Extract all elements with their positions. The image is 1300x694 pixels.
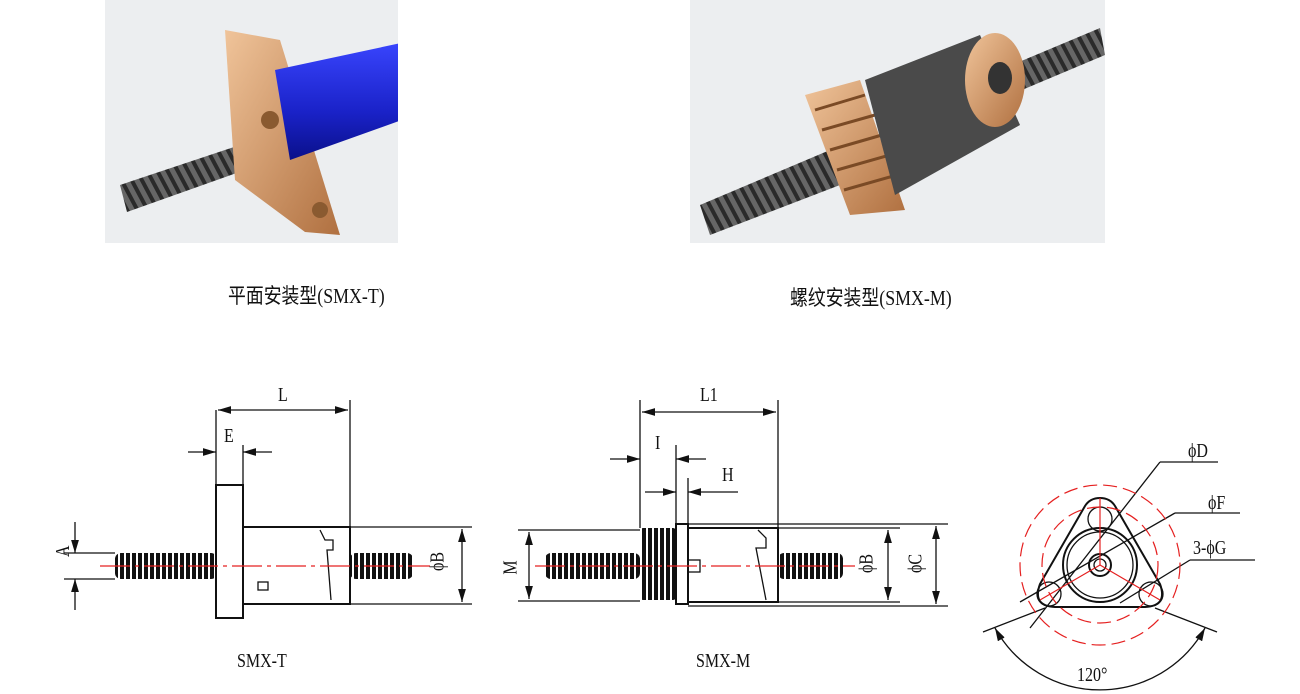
- smx-m-side-view: [518, 400, 948, 607]
- dim-L1: L1: [700, 384, 718, 406]
- photo-caption-smx-t: 平面安装型(SMX-T): [228, 284, 385, 308]
- dim-I: I: [655, 432, 661, 454]
- dim-A: A: [52, 545, 74, 557]
- dim-G: 3-ϕG: [1193, 537, 1227, 559]
- dim-E: E: [224, 425, 234, 447]
- dim-D: ϕD: [1188, 440, 1208, 462]
- dim-F: ϕF: [1208, 492, 1226, 514]
- dim-C: ϕC: [904, 553, 927, 574]
- smx-m-render: [700, 28, 1105, 235]
- technical-drawings: [64, 400, 1255, 691]
- dim-H: H: [722, 464, 734, 486]
- centerlines: [100, 484, 1181, 646]
- dim-B-t: ϕB: [426, 551, 449, 572]
- photo-smx-m: [690, 0, 1105, 243]
- smx-m-title: SMX-M: [696, 650, 751, 672]
- dim-M: M: [499, 560, 522, 575]
- dim-B-m: ϕB: [855, 553, 878, 574]
- photo-caption-smx-m: 螺纹安装型(SMX-M): [790, 286, 952, 310]
- smx-t-title: SMX-T: [237, 650, 287, 672]
- smx-t-side-view: [64, 400, 472, 619]
- smx-t-render: [120, 25, 537, 235]
- dim-angle: 120°: [1077, 664, 1108, 686]
- photo-smx-t: [105, 0, 537, 243]
- dim-L: L: [278, 384, 288, 406]
